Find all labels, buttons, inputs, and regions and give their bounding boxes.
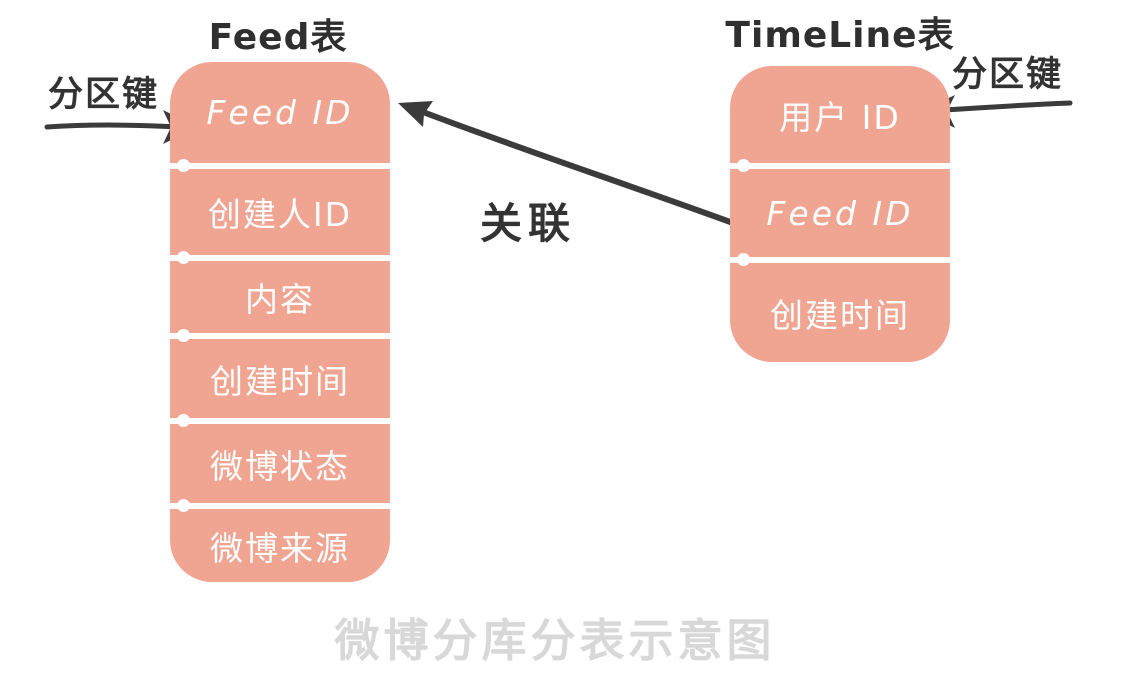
feed-table-row-weibo-source: 微博来源 xyxy=(170,499,390,582)
feed-table-row-create-time: 创建时间 xyxy=(170,329,390,418)
relation-label: 关联 xyxy=(480,199,577,248)
feed-table-row-feed-id: Feed ID xyxy=(206,93,354,132)
feed-table: Feed ID 创建人ID 内容 创建时间 微博状态 微博来源 xyxy=(170,62,390,582)
partition-key-label-left: 分区键 xyxy=(48,75,160,115)
feed-table-row-creator-id: 创建人ID xyxy=(170,159,390,255)
feed-table-row-content: 内容 xyxy=(170,251,390,333)
feed-table-row-weibo-status: 微博状态 xyxy=(170,414,390,503)
timeline-table-row-create-time: 创建时间 xyxy=(730,253,950,362)
feed-table-title: Feed表 xyxy=(208,17,348,58)
timeline-table: 用户 ID Feed ID 创建时间 xyxy=(730,66,950,362)
timeline-table-title: TimeLine表 xyxy=(725,15,955,56)
partition-key-label-right: 分区键 xyxy=(952,55,1064,95)
diagram-caption: 微博分库分表示意图 xyxy=(334,614,776,667)
arrowhead-icon xyxy=(398,101,433,127)
timeline-table-row-feed-id: Feed ID xyxy=(730,159,950,257)
timeline-table-row-user-id: 用户 ID xyxy=(779,97,901,137)
